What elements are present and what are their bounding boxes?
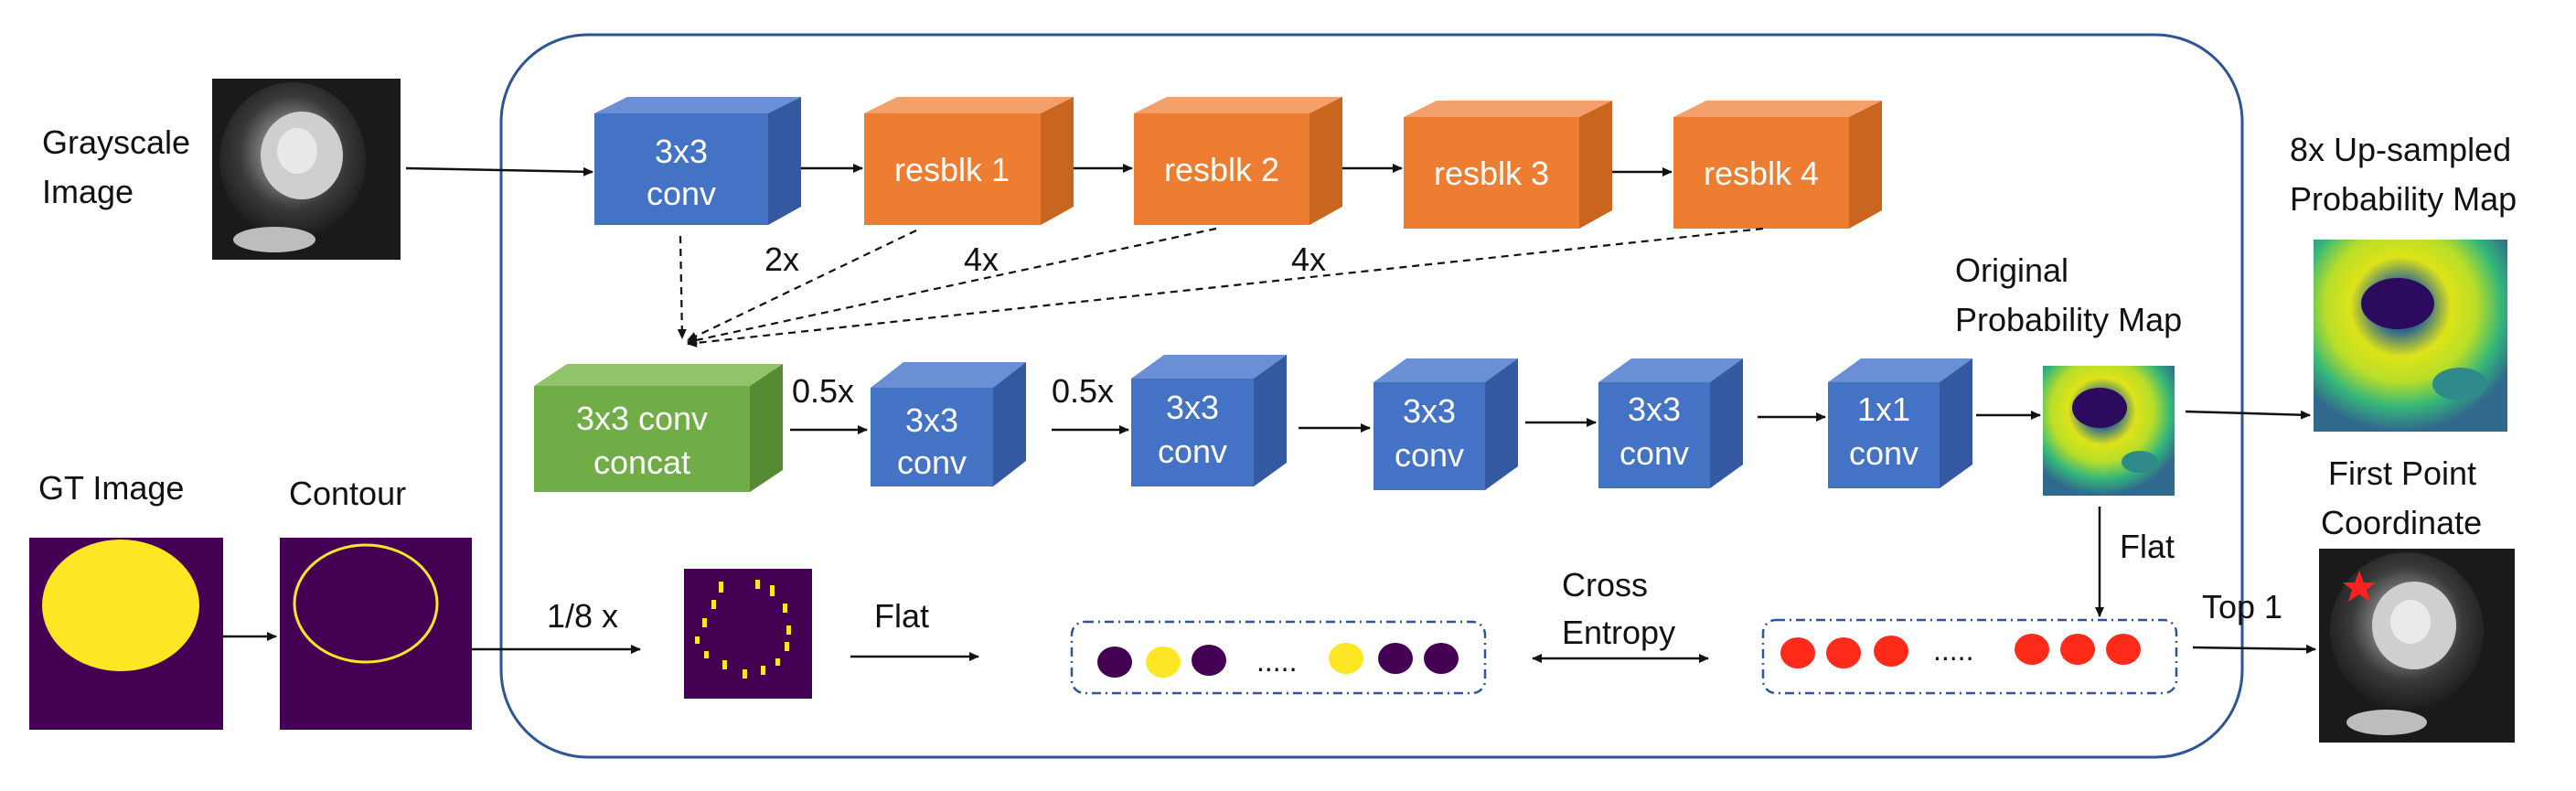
scale-2x-label: 2x [764, 241, 799, 278]
upsampled-label-2: Probability Map [2290, 180, 2517, 218]
grayscale-image [212, 79, 401, 260]
scale-05x-label-a: 0.5x [792, 372, 854, 410]
conv-c-line1: 3x3 [1403, 392, 1456, 430]
concat-block [534, 364, 783, 492]
resblk3-block [1404, 101, 1612, 229]
block-labels: 3x3 conv resblk 1 resblk 2 resblk 3 resb… [576, 133, 1919, 481]
sequence-dot [1378, 643, 1413, 674]
sequence-ellipsis-left: ..... [1256, 645, 1297, 678]
conv-block-a [871, 362, 1026, 486]
sequence-ellipsis-right: ..... [1933, 634, 1973, 667]
downsampled-contour-points [684, 569, 812, 699]
concat-line1: 3x3 conv [576, 400, 708, 437]
grayscale-label-2: Image [42, 173, 134, 210]
conv-block-d [1598, 358, 1743, 488]
conv-top-line1: 3x3 [655, 133, 708, 170]
sequence-dot [1424, 643, 1459, 674]
flat-label-right: Flat [2120, 528, 2175, 565]
conv-b-line2: conv [1158, 433, 1227, 470]
conv-c-line2: conv [1395, 436, 1464, 474]
first-point-image [2319, 549, 2515, 743]
pred-sequence-box [1761, 618, 2178, 695]
sequence-dot [2015, 634, 2049, 665]
sequence-dot [1329, 643, 1363, 674]
original-label-2: Probability Map [1955, 301, 2182, 338]
sequence-dot [2060, 634, 2095, 665]
resblk4-label: resblk 4 [1704, 155, 1819, 192]
scale-05x-label-b: 0.5x [1052, 372, 1114, 410]
cross-entropy-label-1: Cross [1562, 566, 1648, 604]
gt-sequence-box [1070, 620, 1487, 695]
conv-b-line1: 3x3 [1166, 389, 1219, 426]
resblk2-block [1134, 97, 1342, 225]
sequence-dot [1780, 637, 1815, 668]
upsampled-probability-map [2314, 240, 2507, 432]
contour-image [280, 538, 472, 730]
resblk3-label: resblk 3 [1434, 155, 1549, 192]
resblk1-block [864, 97, 1074, 225]
conv-top-line2: conv [647, 175, 716, 212]
sequence-dot [1146, 647, 1181, 678]
conv-a-line2: conv [897, 444, 967, 481]
grayscale-label-1: Grayscale [42, 123, 190, 161]
upsampled-label-1: 8x Up-sampled [2290, 131, 2511, 168]
gt-image [29, 538, 223, 730]
conv-1x1-line1: 1x1 [1857, 390, 1910, 428]
conv-1x1-line2: conv [1849, 434, 1919, 472]
resblk4-block [1673, 101, 1882, 229]
conv-block-c [1374, 358, 1518, 490]
gt-image-label: GT Image [38, 469, 184, 507]
scale-4x-label-b: 4x [1291, 241, 1326, 278]
conv-1x1-block [1828, 358, 1972, 488]
scale-4x-label-a: 4x [964, 241, 999, 278]
network-frame [499, 33, 2244, 759]
first-point-label-1: First Point [2328, 454, 2476, 492]
sequence-dot [1826, 637, 1861, 668]
original-probability-map [2043, 366, 2175, 496]
star-icon [2343, 571, 2376, 602]
flat-label-left: Flat [874, 597, 929, 635]
sequence-dot [2106, 634, 2141, 665]
sequence-dot [1874, 636, 1908, 667]
annotation-labels: Grayscale Image GT Image Contour 8x Up-s… [38, 123, 2517, 678]
resblk1-label: resblk 1 [894, 151, 1010, 188]
conv-block-b [1131, 355, 1287, 486]
scale-eighth-label: 1/8 x [547, 597, 618, 635]
sequence-dot [1192, 645, 1226, 676]
cross-entropy-label-2: Entropy [1562, 614, 1675, 651]
original-label-1: Original [1955, 251, 2068, 289]
resblk2-label: resblk 2 [1164, 151, 1279, 188]
top1-label: Top 1 [2202, 588, 2282, 625]
dashed-skip-arrows [677, 227, 1764, 347]
conv-d-line2: conv [1619, 434, 1689, 472]
conv-a-line1: 3x3 [905, 401, 958, 439]
conv-d-line1: 3x3 [1628, 390, 1681, 428]
first-point-label-2: Coordinate [2321, 504, 2482, 541]
solid-arrows [223, 164, 2316, 661]
concat-line2: concat [593, 444, 690, 481]
sequence-dot [1097, 647, 1132, 678]
contour-label: Contour [289, 475, 406, 512]
conv-block-top [594, 97, 801, 225]
